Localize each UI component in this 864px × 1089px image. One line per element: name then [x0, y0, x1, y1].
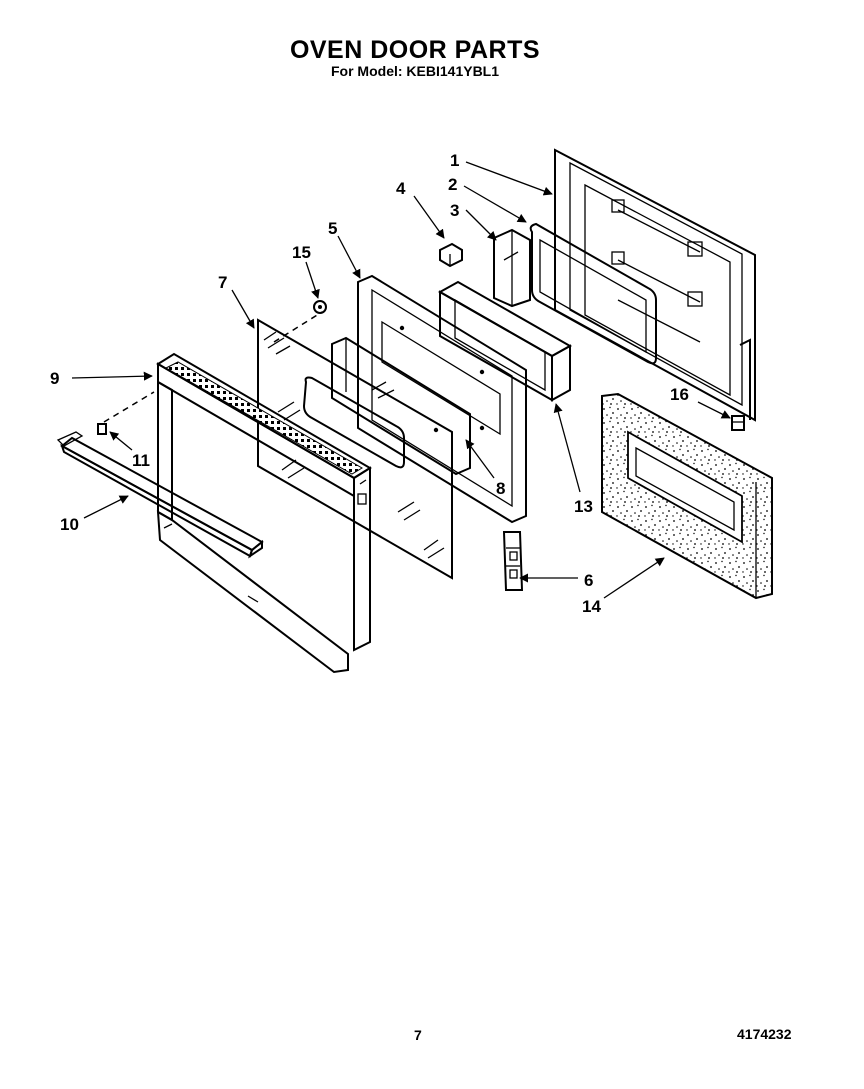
callout-15: 15: [292, 243, 311, 262]
window-pack: [331, 336, 471, 476]
door-clip: [439, 242, 463, 268]
handle-screw: [97, 423, 107, 435]
callout-16: 16: [670, 385, 689, 404]
inner-door-liner: [554, 148, 756, 422]
door-handle: [56, 431, 264, 559]
model-subtitle: For Model: KEBI141YBL1: [330, 63, 500, 79]
leader-lines: [71, 161, 731, 599]
callout-3: 3: [450, 201, 459, 220]
callout-9: 9: [50, 369, 59, 388]
door-latch-clip: [731, 415, 745, 431]
page-number: 7: [414, 1027, 422, 1043]
callout-8: 8: [496, 479, 505, 498]
inner-window-frame: [357, 274, 527, 524]
door-baffle: [493, 228, 531, 308]
insulation-panel: [601, 392, 773, 600]
callout-7: 7: [218, 273, 227, 292]
callout-1: 1: [450, 151, 459, 170]
callout-5: 5: [328, 219, 337, 238]
callout-2: 2: [448, 175, 457, 194]
door-gasket: [529, 222, 657, 365]
callout-10: 10: [60, 515, 79, 534]
callout-11: 11: [132, 451, 150, 470]
outer-door-frame: [156, 352, 372, 674]
grommet: [313, 300, 327, 314]
callout-4: 4: [396, 179, 406, 198]
document-number: 4174232: [737, 1026, 792, 1042]
hinge-bracket: [502, 531, 524, 591]
callout-13: 13: [574, 497, 593, 516]
callout-14: 14: [582, 597, 601, 616]
diagram-title: OVEN DOOR PARTS: [289, 36, 541, 64]
callout-6: 6: [584, 571, 593, 590]
insulation-frame: [437, 280, 573, 402]
